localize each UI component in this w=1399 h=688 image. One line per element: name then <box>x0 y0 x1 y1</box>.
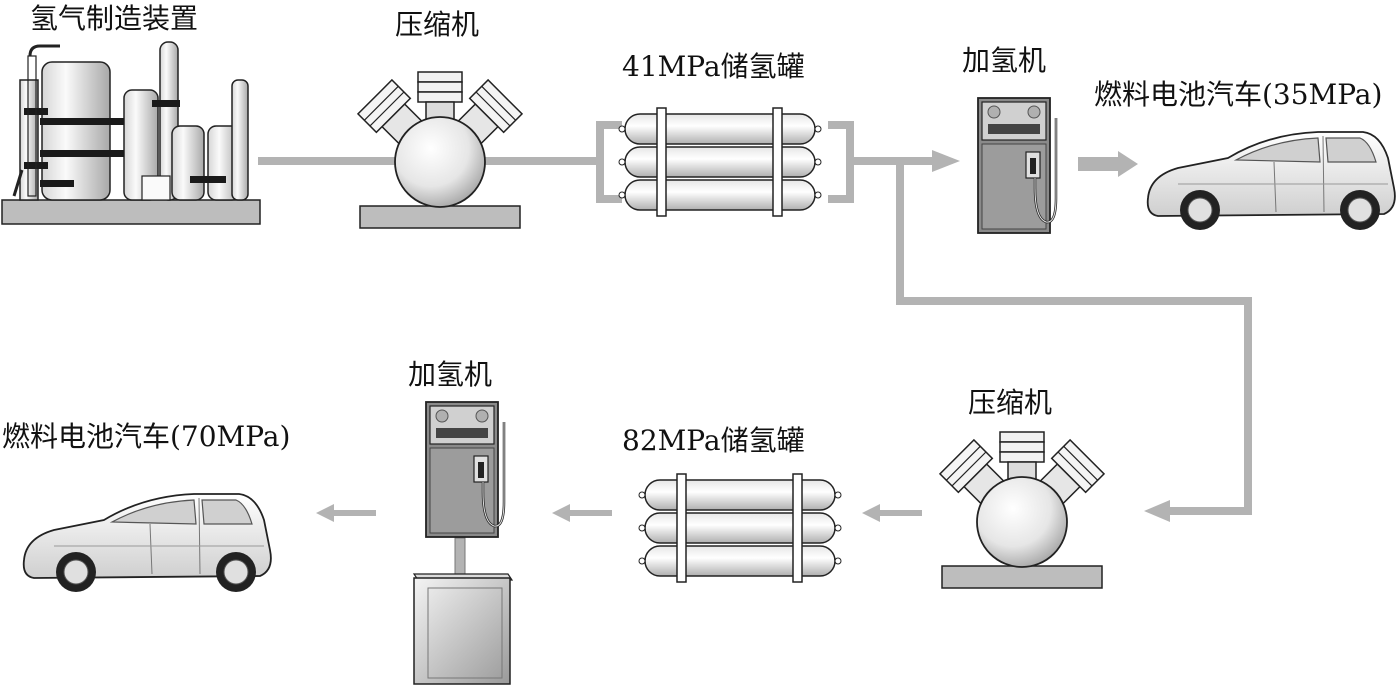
label-tank-82mpa: 82MPa储氢罐 <box>622 424 805 457</box>
flow-arrow <box>862 504 922 522</box>
tank-bank-icon <box>638 473 842 583</box>
label-dispenser-2: 加氢机 <box>408 358 493 391</box>
dispenser-icon <box>976 96 1058 235</box>
label-car-35mpa: 燃料电池汽车(35MPa) <box>1094 78 1383 111</box>
hydrogen-plant-icon <box>1 41 261 225</box>
car-icon <box>1146 131 1396 231</box>
dispenser-icon <box>424 400 506 539</box>
flow-arrow <box>552 504 612 522</box>
compressor-icon <box>939 431 1105 589</box>
label-hydrogen-plant: 氢气制造装置 <box>30 2 199 35</box>
label-car-70mpa: 燃料电池汽车(70MPa) <box>2 420 291 453</box>
label-compressor-2: 压缩机 <box>968 386 1053 419</box>
label-compressor-1: 压缩机 <box>395 8 480 41</box>
flow-arrow <box>316 504 376 522</box>
label-dispenser-1: 加氢机 <box>962 44 1047 77</box>
compressor-icon <box>357 71 523 229</box>
car-icon <box>22 493 272 593</box>
storage-cabinet-icon <box>412 573 514 685</box>
tank-bank-icon <box>618 107 822 217</box>
label-tank-41mpa: 41MPa储氢罐 <box>622 50 805 83</box>
